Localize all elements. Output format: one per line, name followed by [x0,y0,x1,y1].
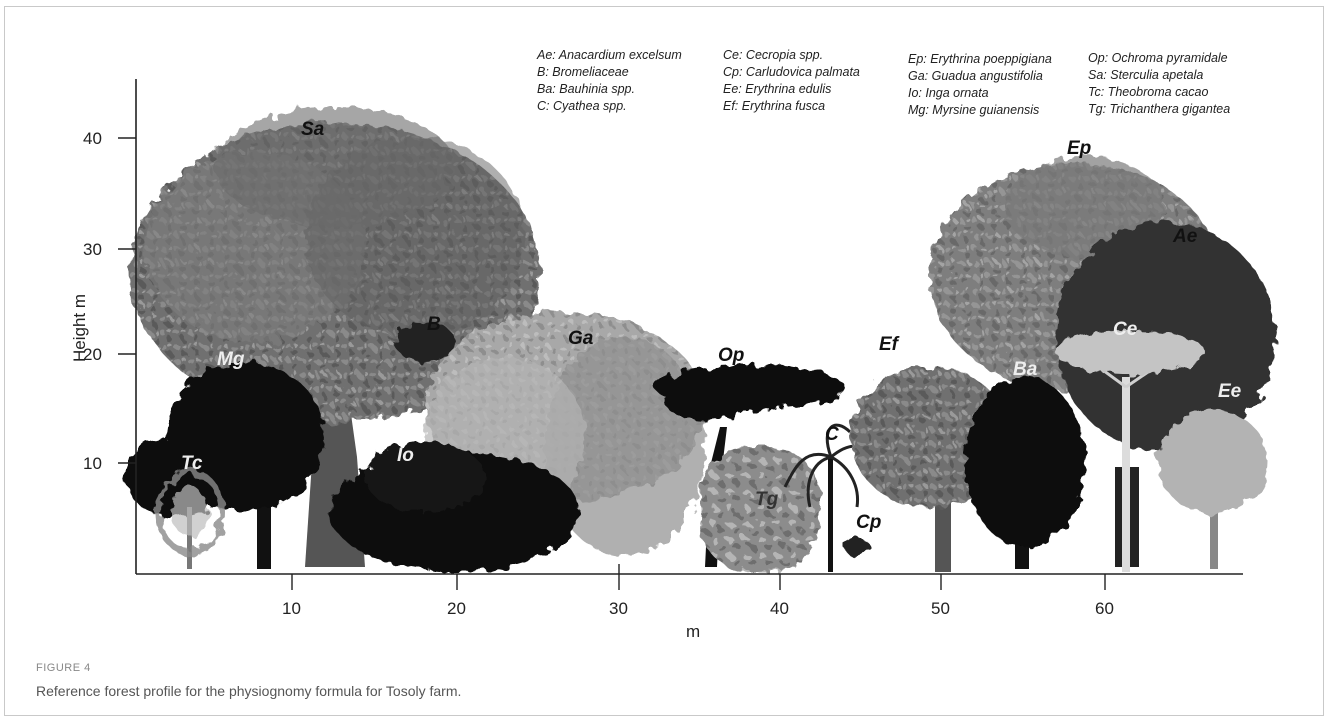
label-io: Io [397,445,414,466]
legend-item: Ef: Erythrina fusca [723,99,825,113]
legend-item: C: Cyathea spp. [537,99,627,113]
legend-item: Tc: Theobroma cacao [1088,85,1208,99]
label-tg: Tg [755,489,779,510]
legend-item: Mg: Myrsine guianensis [908,103,1039,117]
tree-tc [155,469,225,569]
y-tick-label: 40 [83,129,102,148]
legend-item: Op: Ochroma pyramidale [1088,51,1228,65]
x-tick-label: 10 [282,599,301,618]
x-tick-label: 40 [770,599,789,618]
label-c: C [825,424,839,445]
tree-b [395,322,455,362]
x-axis-title: m [686,622,700,641]
label-sa: Sa [301,119,325,140]
x-tick-label: 20 [447,599,466,618]
label-cp: Cp [856,512,881,533]
label-ep: Ep [1067,138,1091,159]
legend-item: Sa: Sterculia apetala [1088,68,1203,82]
label-ee: Ee [1218,381,1242,402]
label-b: B [427,314,441,335]
legend-item: Ee: Erythrina edulis [723,82,831,96]
x-tick-label: 60 [1095,599,1114,618]
x-tick-label: 30 [609,599,628,618]
tree-io [330,442,580,572]
tree-ce [1055,330,1205,572]
forest-profile-figure: 10 20 30 40 Height m 10 20 30 40 50 60 m… [70,48,1275,641]
legend-item: B: Bromeliaceae [537,65,629,79]
label-tc: Tc [181,453,203,474]
label-ce: Ce [1113,319,1138,340]
label-ga: Ga [568,328,594,349]
figure-frame: 10 20 30 40 Height m 10 20 30 40 50 60 m… [4,6,1324,716]
species-legend: Ae: Anacardium excelsum B: Bromeliaceae … [536,48,1230,117]
legend-item: Ae: Anacardium excelsum [536,48,682,62]
y-tick-label: 20 [83,345,102,364]
legend-item: Ep: Erythrina poeppigiana [908,52,1052,66]
tree-ba [965,377,1085,569]
axes: 10 20 30 40 Height m 10 20 30 40 50 60 m [70,79,1243,641]
label-op: Op [718,345,744,366]
legend-item: Io: Inga ornata [908,86,989,100]
x-tick-label: 50 [931,599,950,618]
tree-mg [125,362,325,569]
y-tick-label: 10 [83,454,102,473]
tree-ae [1055,222,1275,567]
y-tick-label: 30 [83,240,102,259]
figure-caption: Reference forest profile for the physiog… [36,683,462,699]
label-ba: Ba [1013,359,1038,380]
legend-item: Ce: Cecropia spp. [723,48,823,62]
legend-item: Ga: Guadua angustifolia [908,69,1043,83]
label-mg: Mg [217,349,245,370]
label-ef: Ef [879,334,900,355]
species-labels: Sa Mg B Tc Io Ga Op Tg C Cp Ef Ba Ep Ae … [181,119,1242,533]
y-axis-title: Height m [70,294,89,362]
legend-item: Cp: Carludovica palmata [723,65,860,79]
tree-ee [1158,410,1268,569]
figure-number: FIGURE 4 [36,662,91,674]
label-ae: Ae [1172,226,1198,247]
tree-cp [845,537,869,557]
legend-item: Tg: Trichanthera gigantea [1088,102,1230,116]
tree-silhouettes [125,107,1275,572]
legend-item: Ba: Bauhinia spp. [537,82,635,96]
